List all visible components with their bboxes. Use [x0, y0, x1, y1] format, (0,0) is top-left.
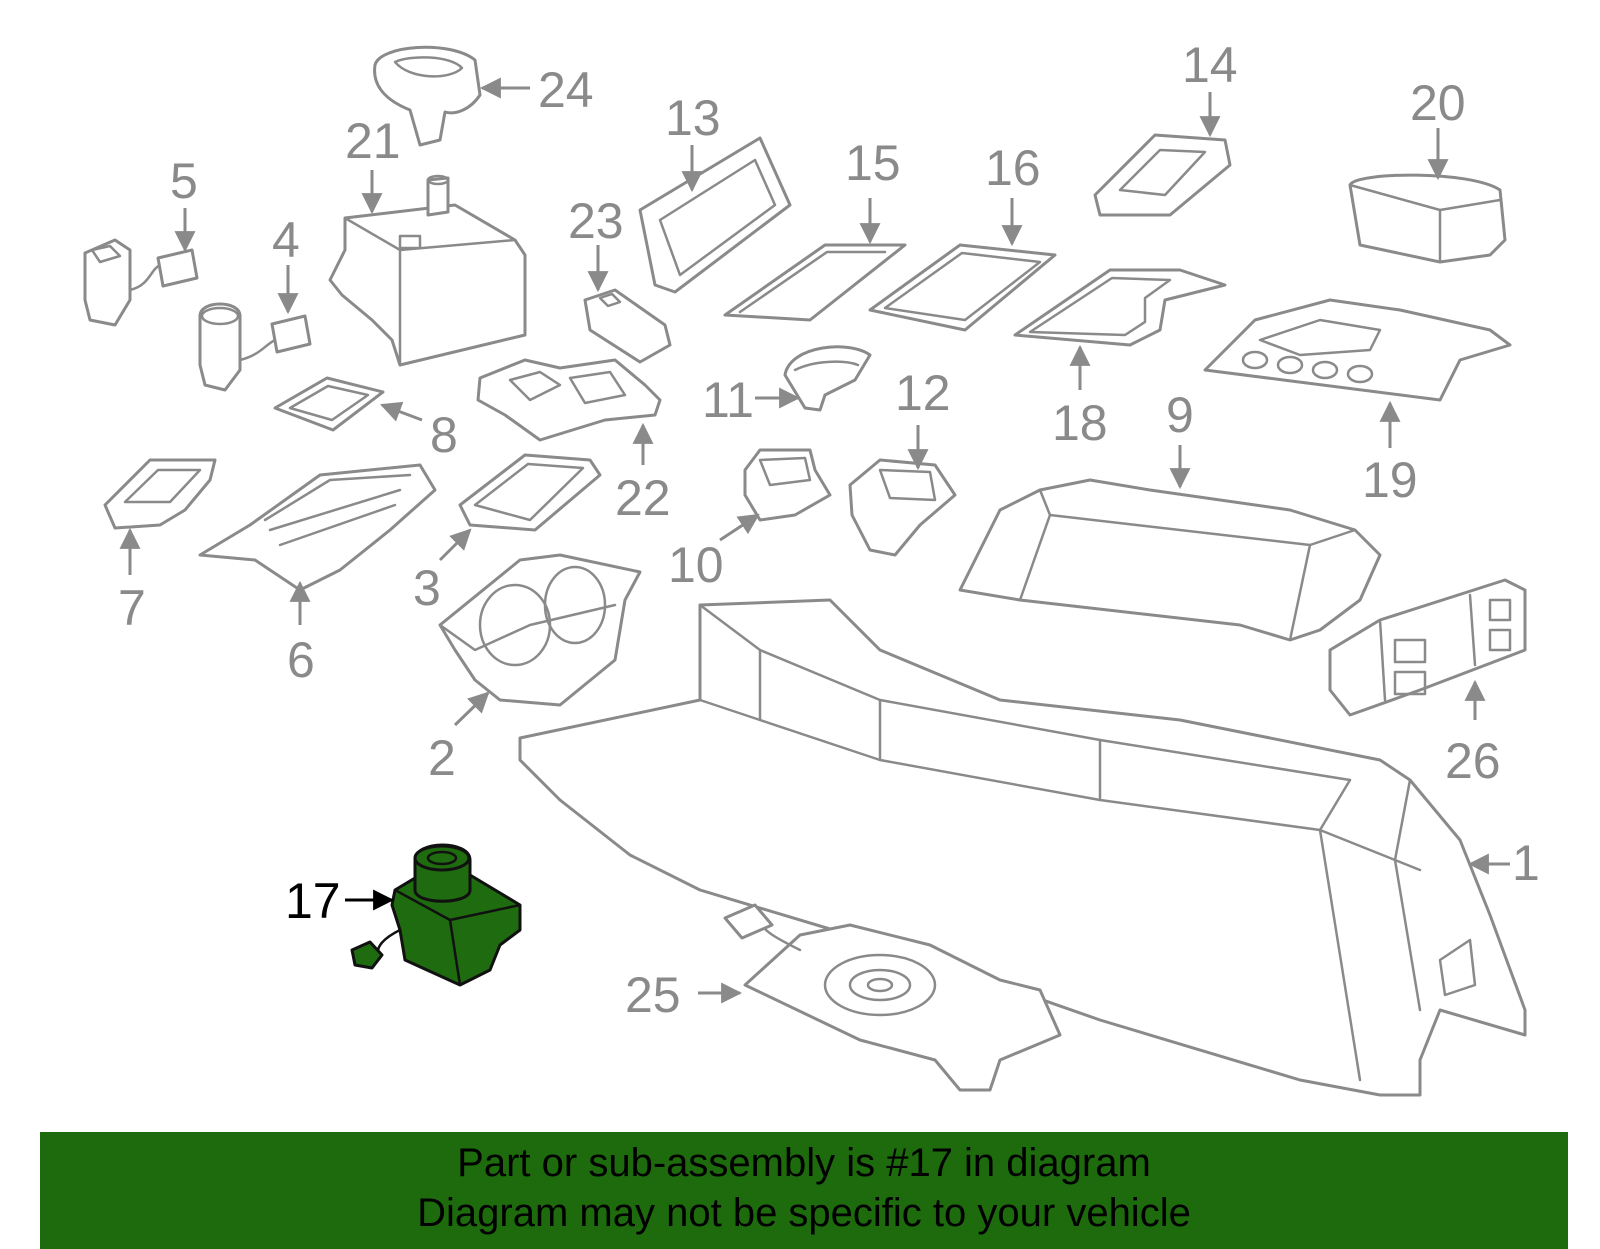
part-10-switch[interactable] — [743, 448, 832, 522]
callout-12: 12 — [895, 365, 951, 421]
part-6-tray[interactable] — [198, 463, 437, 592]
callout-22: 22 — [615, 470, 671, 526]
callout-23: 23 — [568, 193, 624, 249]
callout-1: 1 — [1512, 835, 1540, 891]
callout-25: 25 — [625, 967, 681, 1023]
callout-20: 20 — [1410, 75, 1466, 131]
callout-13: 13 — [665, 90, 721, 146]
callout-16: 16 — [985, 140, 1041, 196]
callout-5: 5 — [170, 153, 198, 209]
callout-11: 11 — [702, 372, 754, 428]
part-19-bezel-plate[interactable] — [1203, 298, 1512, 402]
banner-line-2: Diagram may not be specific to your vehi… — [417, 1191, 1191, 1235]
callout-6: 6 — [287, 632, 315, 688]
callout-3: 3 — [413, 560, 441, 616]
part-23-switch[interactable] — [583, 288, 672, 364]
callout-2: 2 — [428, 730, 456, 786]
part-2-cup-holder[interactable] — [438, 553, 642, 707]
part-17-highlighted[interactable] — [350, 843, 522, 987]
callout-9: 9 — [1166, 387, 1194, 443]
part-21-shifter-assembly[interactable] — [328, 174, 527, 367]
callout-26: 26 — [1445, 733, 1501, 789]
part-22-bracket[interactable] — [476, 358, 662, 442]
part-5-connector[interactable] — [83, 238, 199, 327]
part-7-bezel[interactable] — [103, 458, 217, 530]
part-26-switch-panel[interactable] — [1328, 578, 1527, 717]
part-13-bezel[interactable] — [638, 136, 792, 294]
callout-21: 21 — [345, 113, 401, 169]
part-1-console-housing[interactable] — [518, 598, 1527, 1097]
callout-labels: 24 21 5 4 8 23 13 22 15 16 14 20 18 19 1… — [118, 37, 1540, 1023]
banner-line-1: Part or sub-assembly is #17 in diagram — [457, 1141, 1151, 1185]
callout-15: 15 — [845, 135, 901, 191]
part-3-mat[interactable] — [458, 453, 602, 532]
part-20-storage-bin[interactable] — [1348, 173, 1507, 264]
callout-4: 4 — [272, 212, 300, 268]
part-12-switch[interactable] — [848, 458, 957, 557]
part-18-mat[interactable] — [1013, 268, 1227, 347]
callout-19: 19 — [1362, 452, 1418, 508]
part-11-button[interactable] — [783, 345, 872, 412]
callout-8: 8 — [430, 407, 458, 463]
callout-10: 10 — [668, 537, 724, 593]
part-14-trim[interactable] — [1093, 133, 1232, 217]
part-25-wireless-charger[interactable] — [723, 903, 1062, 1092]
part-16-mat[interactable] — [868, 243, 1057, 332]
info-banner: Part or sub-assembly is #17 in diagram D… — [40, 1132, 1568, 1249]
callout-14: 14 — [1182, 37, 1238, 93]
callout-7: 7 — [118, 580, 146, 636]
callout-18: 18 — [1052, 395, 1108, 451]
part-15-mat[interactable] — [723, 243, 907, 322]
leader-lines — [119, 77, 1510, 1004]
part-4-connector[interactable] — [198, 302, 312, 392]
callout-24: 24 — [538, 62, 594, 118]
part-24-shift-knob[interactable] — [373, 45, 482, 147]
part-9-armrest-lid[interactable] — [958, 478, 1382, 642]
part-8-pad[interactable] — [273, 376, 385, 432]
callout-17: 17 — [285, 873, 341, 929]
